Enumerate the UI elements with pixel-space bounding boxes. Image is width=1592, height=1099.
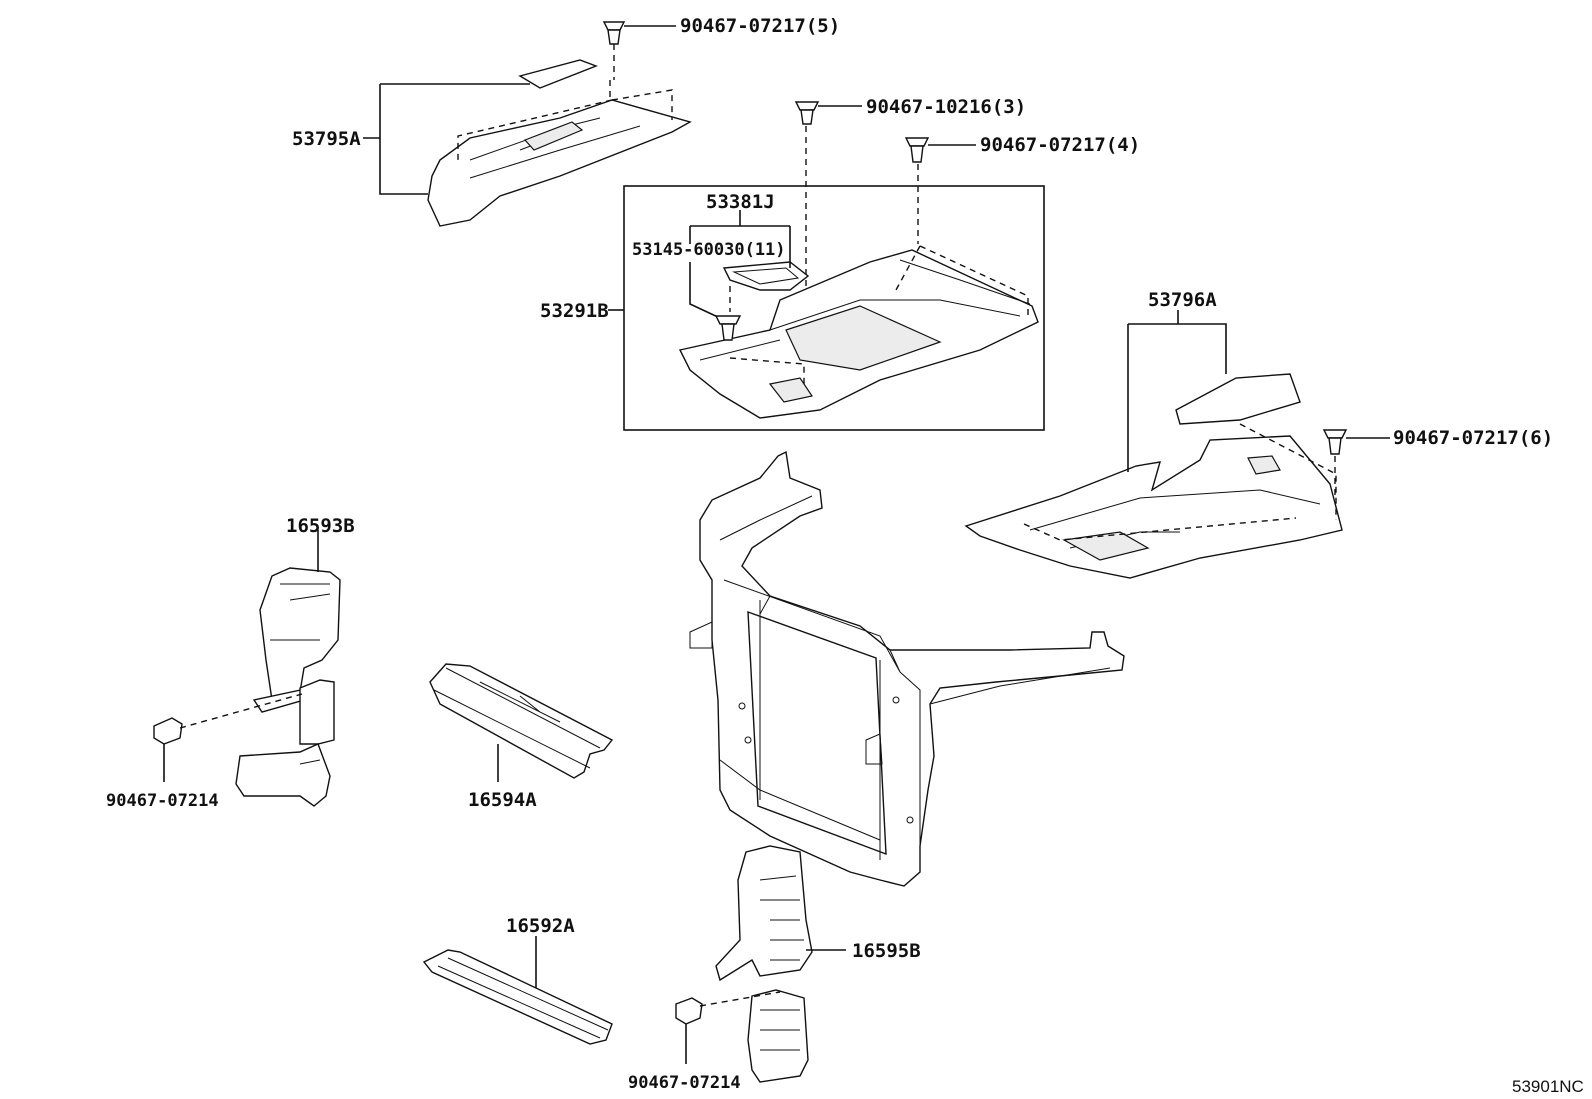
- part-53796A-drawing: [964, 373, 1343, 579]
- bracket-53381J: [689, 210, 791, 268]
- label-53145: 53145-60030(11): [632, 240, 786, 260]
- label-16594A: 16594A: [468, 789, 537, 811]
- clip-icon-2: [794, 101, 820, 125]
- part-16594A-drawing: [429, 663, 614, 779]
- label-16593B: 16593B: [286, 515, 355, 537]
- label-16595B: 16595B: [852, 940, 921, 962]
- radiator-support-drawing: [689, 450, 1125, 887]
- label-53796A: 53796A: [1148, 289, 1217, 311]
- part-53795A-drawing: [427, 59, 692, 227]
- label-c5: 90467-07214: [106, 791, 219, 811]
- label-c6: 90467-07214: [628, 1073, 741, 1093]
- label-c4: 90467-07217(6): [1393, 427, 1553, 449]
- label-c3: 90467-07217(4): [980, 134, 1140, 156]
- part-16595B-drawing: [715, 845, 813, 1083]
- label-53291B: 53291B: [540, 300, 609, 322]
- label-53795A: 53795A: [292, 128, 361, 150]
- part-16593B-drawing: [235, 567, 341, 807]
- clip-icon-6: [675, 997, 703, 1025]
- label-16592A: 16592A: [506, 915, 575, 937]
- clip-icon-3: [904, 137, 930, 163]
- clip-icon-1: [602, 21, 626, 45]
- label-c1: 90467-07217(5): [680, 15, 840, 37]
- label-c2: 90467-10216(3): [866, 96, 1026, 118]
- bracket-53795A: [379, 83, 530, 195]
- dash-c6: [699, 991, 781, 1007]
- clip-icon-5: [153, 717, 183, 745]
- part-53291B-drawing: [678, 245, 1039, 419]
- part-16592A-drawing: [422, 949, 613, 1045]
- diagram-code: 53901NC: [1512, 1077, 1584, 1096]
- leader-53145: [689, 262, 721, 319]
- kit-box-53291B: [623, 185, 1045, 431]
- label-53381J: 53381J: [706, 191, 775, 213]
- push-clip-icon: [714, 315, 742, 341]
- clip-icon-4: [1322, 429, 1348, 455]
- bracket-53796A: [1127, 323, 1227, 472]
